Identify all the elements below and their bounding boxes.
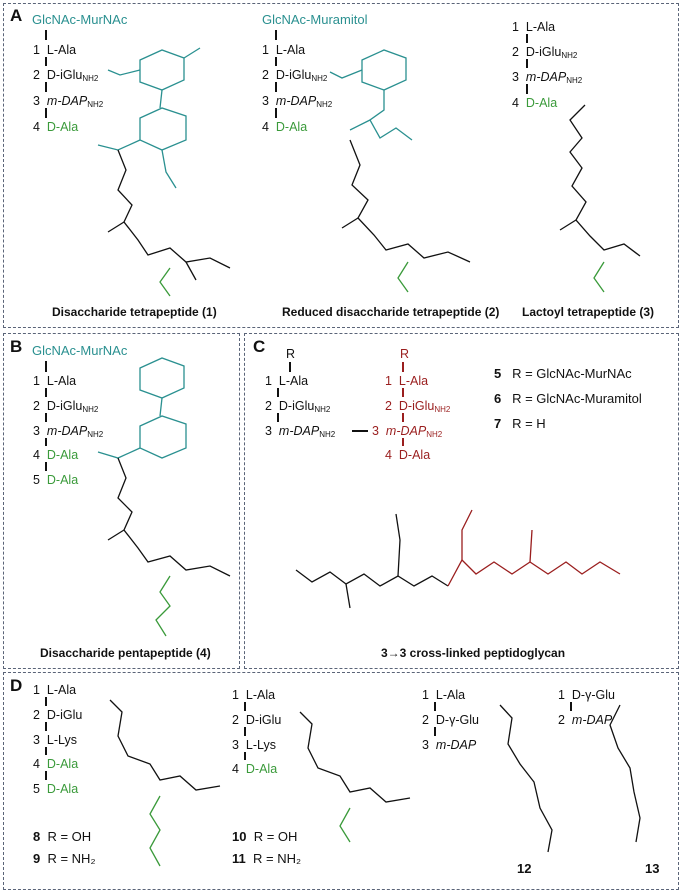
d-cmp13: 13 xyxy=(645,861,660,876)
d-cmp11: 11 R = NH₂ xyxy=(232,851,302,866)
b-dala-sketch xyxy=(155,575,171,637)
d2-res3: 3 L-Lys xyxy=(232,738,277,752)
a1-peptide-sketch xyxy=(107,149,231,281)
a3-res4: 4 D-Ala xyxy=(512,96,558,110)
d-cmp9: 9 R = NH₂ xyxy=(33,851,96,866)
c-caption: 3→3 cross-linked peptidoglycan xyxy=(381,646,566,660)
c-right-r: R xyxy=(400,347,410,361)
c-right-res2: 2 D-iGluNH2 xyxy=(385,399,451,414)
d-cmp12: 12 xyxy=(517,861,532,876)
c-right-res1: 1 L-Ala xyxy=(385,374,429,388)
a2-dala-sketch xyxy=(397,261,409,293)
a2-res4: 4 D-Ala xyxy=(262,120,308,134)
b-res5: 5 D-Ala xyxy=(33,473,79,487)
panel-d xyxy=(3,672,679,890)
a1-res3: 3 m-DAPNH2 xyxy=(33,94,104,109)
c-left-r: R xyxy=(286,347,296,361)
a3-sketch xyxy=(559,104,641,257)
d2-res4: 4 D-Ala xyxy=(232,762,278,776)
panel-b-label: B xyxy=(10,337,23,356)
c-left-res2: 2 D-iGluNH2 xyxy=(265,399,331,414)
panel-d-label: D xyxy=(10,676,23,695)
panel-c-label: C xyxy=(253,337,266,356)
b-peptide-sketch xyxy=(107,457,231,577)
panel-b xyxy=(3,333,240,669)
c-left-res1: 1 L-Ala xyxy=(265,374,309,388)
d3-res1: 1 L-Ala xyxy=(422,688,466,702)
c-black-chain-sketch xyxy=(295,513,449,609)
residue-bonds xyxy=(45,30,572,780)
a3-res3: 3 m-DAPNH2 xyxy=(512,70,583,85)
panel-a-label: A xyxy=(10,6,23,25)
c-right-res4: 4 D-Ala xyxy=(385,448,431,462)
d-dala-sketches xyxy=(149,795,351,867)
c-legend-7: 7 R = H xyxy=(494,416,546,431)
a1-caption: Disaccharide tetrapeptide (1) xyxy=(52,305,217,319)
c-left-res3: 3 m-DAPNH2 xyxy=(265,424,336,439)
d3-res2: 2 D-γ-Glu xyxy=(422,713,479,727)
d4-res2: 2 m-DAP xyxy=(558,713,613,727)
b-res4: 4 D-Ala xyxy=(33,448,79,462)
panel-a xyxy=(3,3,679,328)
d-peptide-sketches xyxy=(109,699,641,853)
b-res2: 2 D-iGluNH2 xyxy=(33,399,99,414)
a2-peptide-sketch xyxy=(341,139,471,263)
panel-c xyxy=(244,333,679,669)
d4-res1: 1 D-γ-Glu xyxy=(558,688,615,702)
c-red-chain-sketch xyxy=(447,509,621,587)
d1-res1: 1 L-Ala xyxy=(33,683,77,697)
a1-res4: 4 D-Ala xyxy=(33,120,79,134)
a2-res3: 3 m-DAPNH2 xyxy=(262,94,333,109)
d2-res1: 1 L-Ala xyxy=(232,688,276,702)
d1-res5: 5 D-Ala xyxy=(33,782,79,796)
a2-sugar-sketch xyxy=(329,49,413,141)
d2-res2: 2 D-iGlu xyxy=(232,713,282,727)
a1-res1: 1 L-Ala xyxy=(33,43,77,57)
d3-res3: 3 m-DAP xyxy=(422,738,477,752)
a2-res1: 1 L-Ala xyxy=(262,43,306,57)
a1-dala-sketch xyxy=(159,267,171,297)
b-caption: Disaccharide pentapeptide (4) xyxy=(40,646,211,660)
a3-dala-sketch xyxy=(593,261,605,293)
a3-caption: Lactoyl tetrapeptide (3) xyxy=(522,305,655,319)
d1-res2: 2 D-iGlu xyxy=(33,708,83,722)
a3-res1: 1 L-Ala xyxy=(512,20,556,34)
a2-res2: 2 D-iGluNH2 xyxy=(262,68,328,83)
b-sugar-sketch xyxy=(97,357,187,459)
a2-header: GlcNAc-Muramitol xyxy=(262,12,368,27)
d1-res3: 3 L-Lys xyxy=(33,733,78,747)
a1-sugar-sketch xyxy=(97,47,201,189)
a3-res2: 2 D-iGluNH2 xyxy=(512,45,578,60)
d1-res4: 4 D-Ala xyxy=(33,757,79,771)
c-legend-6: 6 R = GlcNAc-Muramitol xyxy=(494,391,642,406)
b-header: GlcNAc-MurNAc xyxy=(32,343,128,358)
c-right-res3: 3 m-DAPNH2 xyxy=(372,424,443,439)
b-res3: 3 m-DAPNH2 xyxy=(33,424,104,439)
b-res1: 1 L-Ala xyxy=(33,374,77,388)
a1-header: GlcNAc-MurNAc xyxy=(32,12,128,27)
a2-caption: Reduced disaccharide tetrapeptide (2) xyxy=(282,305,500,319)
d-cmp8: 8 R = OH xyxy=(33,829,92,844)
d-cmp10: 10 R = OH xyxy=(232,829,298,844)
a1-res2: 2 D-iGluNH2 xyxy=(33,68,99,83)
c-legend-5: 5 R = GlcNAc-MurNAc xyxy=(494,366,632,381)
